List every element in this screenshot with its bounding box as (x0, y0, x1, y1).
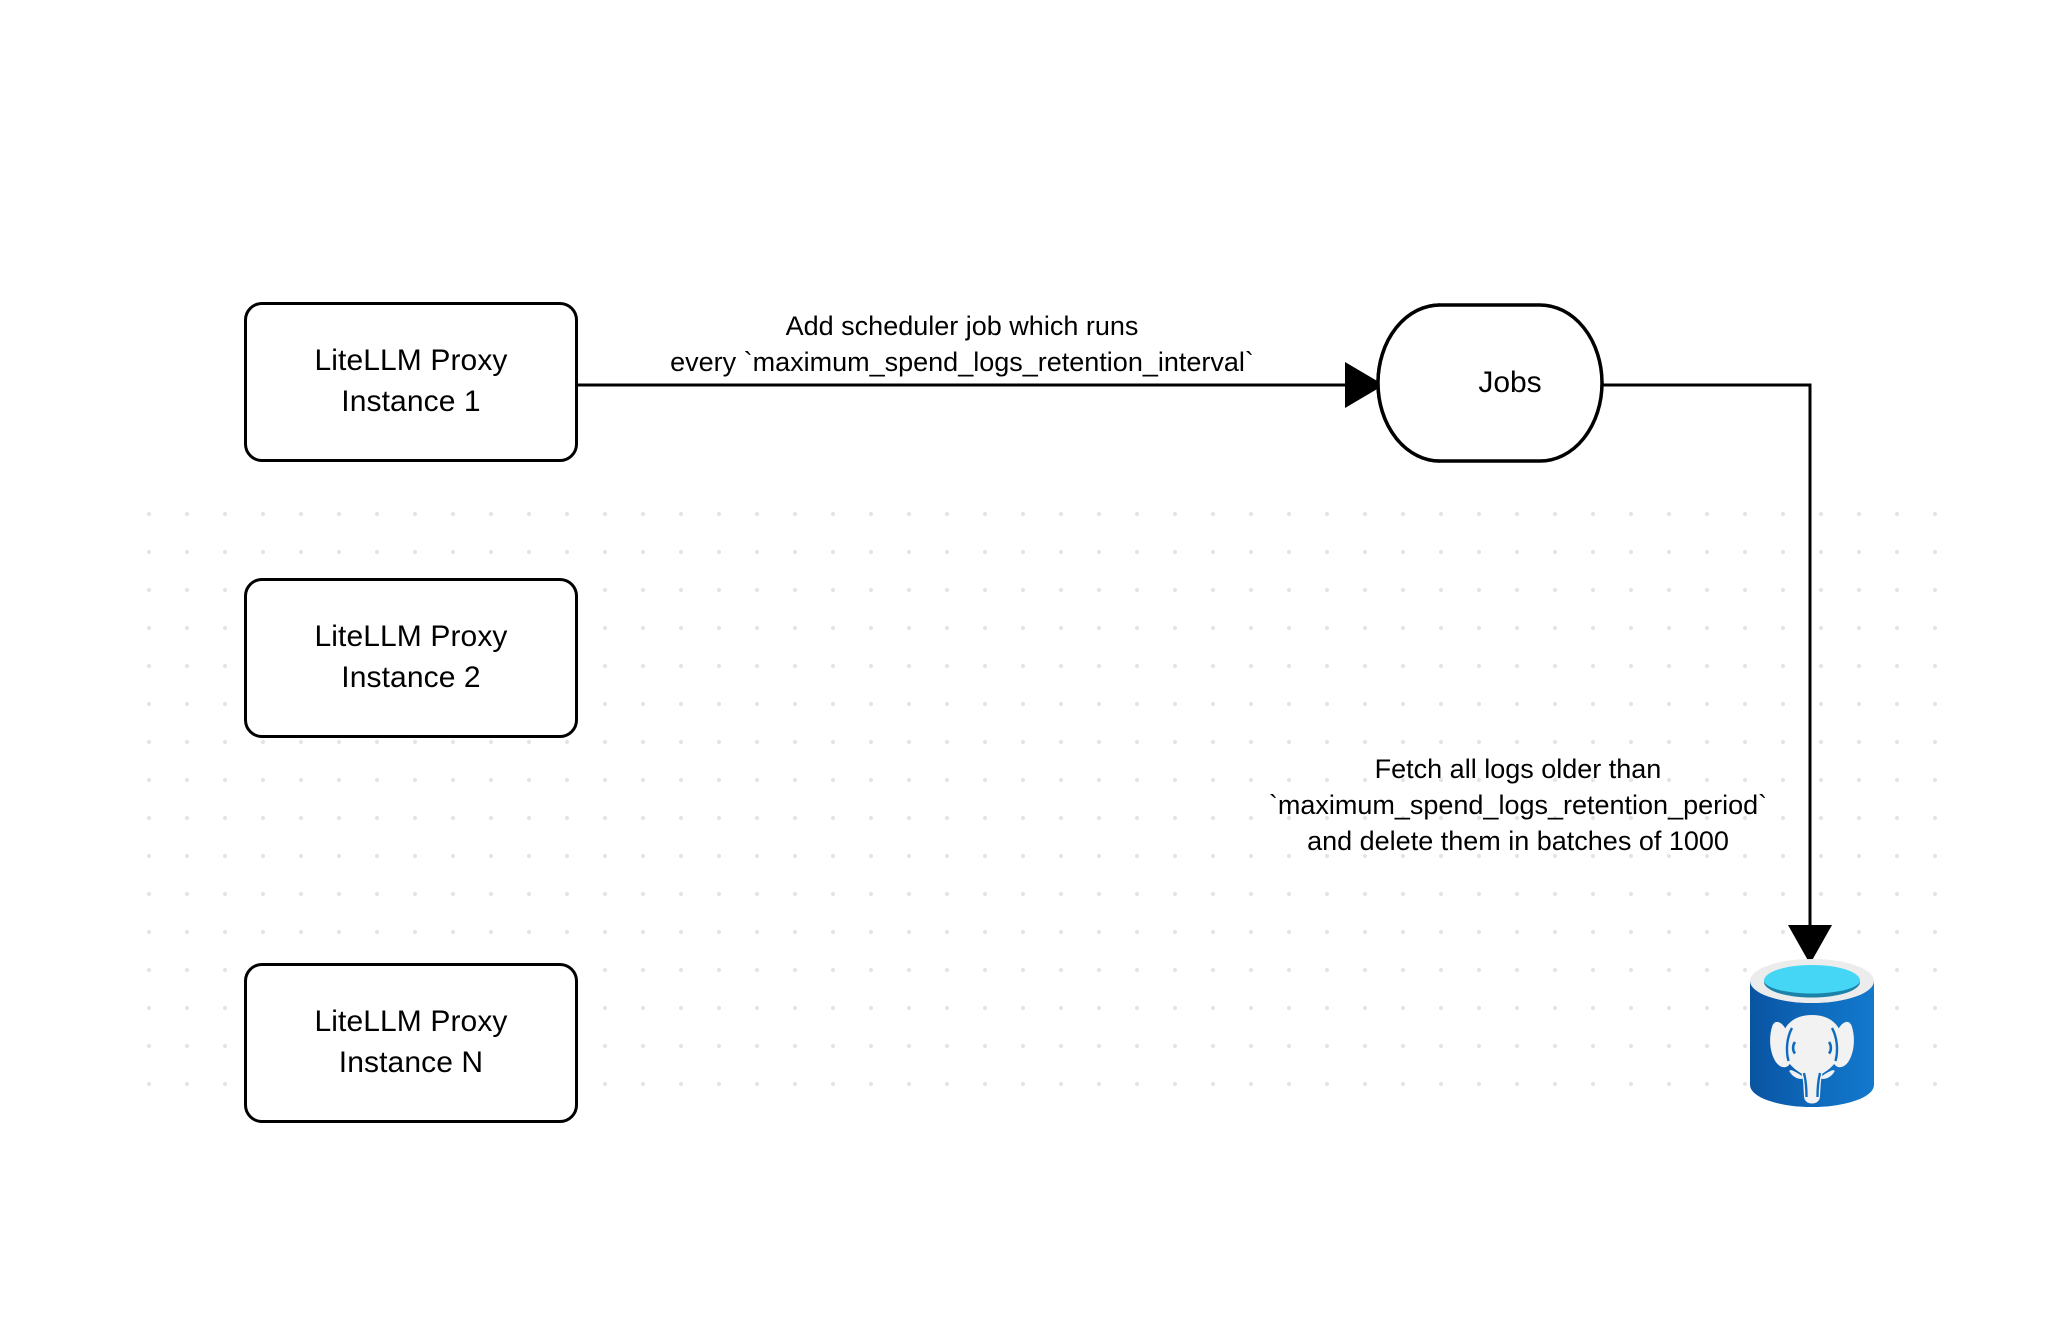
edge-label-line3: and delete them in batches of 1000 (1307, 825, 1729, 856)
edge-label-scheduler-job: Add scheduler job which runs every `maxi… (612, 309, 1312, 381)
edge-label-line1: Fetch all logs older than (1228, 752, 1808, 788)
postgresql-database-icon[interactable] (1748, 953, 1876, 1113)
node-label-line2: Instance N (338, 1046, 484, 1079)
node-litellm-proxy-instance-2[interactable]: LiteLLM Proxy Instance 2 (244, 578, 578, 738)
edge-jobs-to-database (1602, 383, 1832, 964)
node-litellm-proxy-instance-n[interactable]: LiteLLM Proxy Instance N (244, 963, 578, 1123)
edge-label-line2: every `maximum_spend_logs_retention_inte… (670, 346, 1254, 377)
edge-label-fetch-and-delete: Fetch all logs older than `maximum_spend… (1228, 752, 1808, 860)
node-label-line2: Instance 2 (341, 661, 481, 694)
edge-instance1-to-jobs (578, 362, 1384, 408)
edge-label-line2: `maximum_spend_logs_retention_period` (1268, 789, 1768, 820)
jobs-cylinder-shape (1376, 303, 1604, 463)
node-jobs-label: Jobs (1478, 366, 1542, 399)
node-label-line1: LiteLLM Proxy (314, 344, 508, 378)
edge-label-line1-highlight: Fetch all logs older than (1374, 754, 1662, 784)
edge-label-line1-rest: job which runs (958, 311, 1139, 341)
elephant-contours (1785, 1027, 1839, 1098)
node-label-line2: Instance 1 (341, 385, 481, 418)
node-label-line1: LiteLLM Proxy (314, 620, 508, 654)
edge-label-line1: Add scheduler job which runs (612, 309, 1312, 345)
elephant-glyph (1770, 1015, 1854, 1104)
edge-label-line1-highlight: Add scheduler (785, 311, 959, 341)
elephant-eyes (1791, 1041, 1833, 1055)
node-litellm-proxy-instance-1[interactable]: LiteLLM Proxy Instance 1 (244, 302, 578, 462)
node-label-line1: LiteLLM Proxy (314, 1005, 508, 1039)
